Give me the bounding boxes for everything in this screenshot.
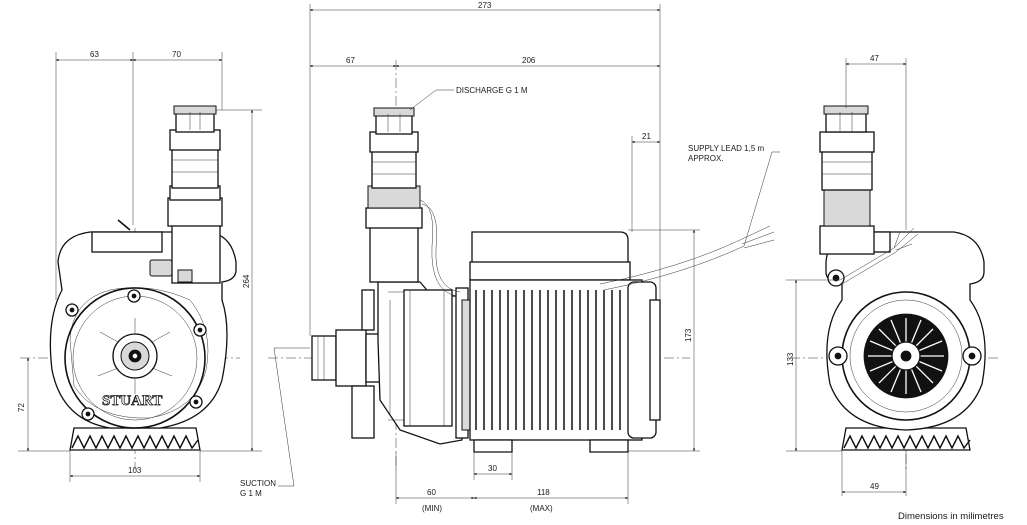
max-label: (MAX): [530, 504, 553, 513]
supply-approx-label: APPROX.: [688, 154, 724, 163]
dim-side-max: 118: [537, 488, 550, 497]
min-label: (MIN): [422, 504, 442, 513]
dim-side-motor-length: 206: [522, 56, 536, 65]
dim-side-lead-offset: 21: [642, 132, 651, 141]
dim-rear-base-offset: 49: [870, 482, 879, 491]
units-footnote: Dimensions in milimetres: [898, 511, 1004, 522]
dim-side-inlet-offset: 67: [346, 56, 355, 65]
dim-side-foot-width: 30: [488, 464, 497, 473]
brand-logo-text: STUART: [102, 393, 162, 409]
dim-side-overall-length: 273: [478, 1, 492, 10]
dim-front-left-width: 63: [90, 50, 99, 59]
dim-side-min: 60: [427, 488, 436, 497]
supply-lead-label: SUPPLY LEAD 1,5 m: [688, 144, 765, 153]
rear-view: 47 133 49: [786, 54, 1000, 496]
dim-rear-top-offset: 47: [870, 54, 879, 63]
dim-rear-shaft-height: 133: [786, 352, 795, 366]
dim-front-base-width: 103: [128, 466, 142, 475]
suction-label: SUCTION: [240, 479, 276, 488]
discharge-label: DISCHARGE G 1 M: [456, 86, 528, 95]
dim-front-right-width: 70: [172, 50, 181, 59]
front-view: STUART 63 70 264 72 103: [17, 50, 262, 482]
suction-thread-label: G 1 M: [240, 489, 262, 498]
dim-front-shaft-height: 72: [17, 403, 26, 412]
dim-side-motor-height: 173: [684, 328, 693, 342]
dim-front-height: 264: [242, 274, 251, 288]
side-view: 273 67 206 21 173 30 60 118 (MIN) (MAX) …: [240, 1, 780, 513]
